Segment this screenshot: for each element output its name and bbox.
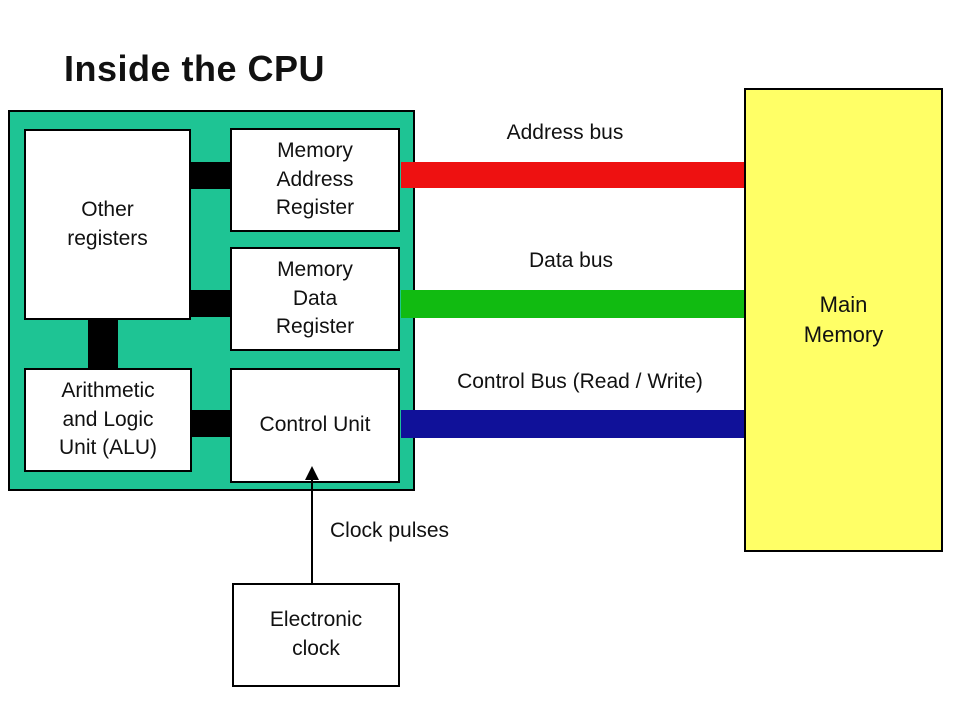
alu-box: Arithmetic and Logic Unit (ALU) (24, 368, 192, 472)
other-registers-box: Other registers (24, 129, 191, 320)
page-title: Inside the CPU (64, 48, 326, 89)
control-bus-label: Control Bus (Read / Write) (457, 370, 703, 393)
connector-otherreg-mar (189, 162, 232, 189)
clock-arrow-line (311, 470, 313, 583)
address-bus-label: Address bus (506, 121, 624, 144)
memory-data-register-box: Memory Data Register (230, 247, 400, 351)
memory-address-register-label: Memory Address Register (275, 138, 355, 220)
memory-data-register-label: Memory Data Register (275, 257, 355, 339)
main-memory-box: Main Memory (744, 88, 943, 552)
control-unit-label: Control Unit (259, 413, 371, 437)
memory-address-register-box: Memory Address Register (230, 128, 400, 232)
address-bus (401, 162, 744, 188)
electronic-clock-box: Electronic clock (232, 583, 400, 687)
clock-arrow-head-icon (305, 466, 319, 480)
data-bus-label: Data bus (528, 249, 614, 272)
connector-otherreg-alu (88, 318, 118, 370)
alu-label: Arithmetic and Logic Unit (ALU) (58, 378, 158, 460)
data-bus (401, 290, 744, 318)
connector-otherreg-mdr (189, 290, 232, 317)
control-unit-box: Control Unit (230, 368, 400, 483)
control-bus (401, 410, 744, 438)
clock-pulses-label: Clock pulses (330, 519, 450, 542)
other-registers-label: Other registers (67, 197, 148, 250)
main-memory-label: Main Memory (803, 292, 884, 347)
connector-alu-controlunit (190, 410, 232, 437)
electronic-clock-label: Electronic clock (269, 608, 363, 660)
